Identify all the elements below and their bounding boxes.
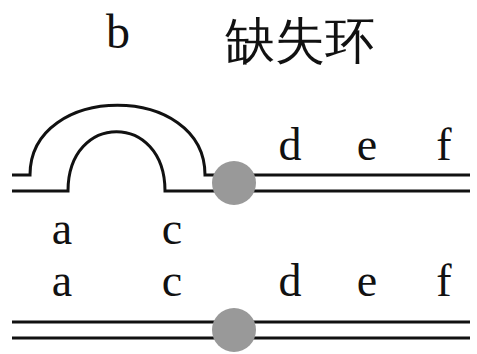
- centromere: [212, 308, 256, 352]
- gene-letter: e: [357, 258, 377, 304]
- gene-letter: e: [357, 122, 377, 168]
- gene-letter: f: [436, 122, 451, 168]
- gene-letter: a: [52, 258, 72, 304]
- gene-letter: d: [279, 122, 302, 168]
- gene-letter: a: [52, 206, 72, 252]
- gene-letter: b: [106, 8, 130, 56]
- centromere: [212, 161, 256, 205]
- loop-label: 缺失环: [225, 16, 375, 66]
- gene-letter: c: [162, 258, 182, 304]
- gene-letter: f: [436, 258, 451, 304]
- gene-letter: c: [162, 206, 182, 252]
- gene-letter: d: [279, 258, 302, 304]
